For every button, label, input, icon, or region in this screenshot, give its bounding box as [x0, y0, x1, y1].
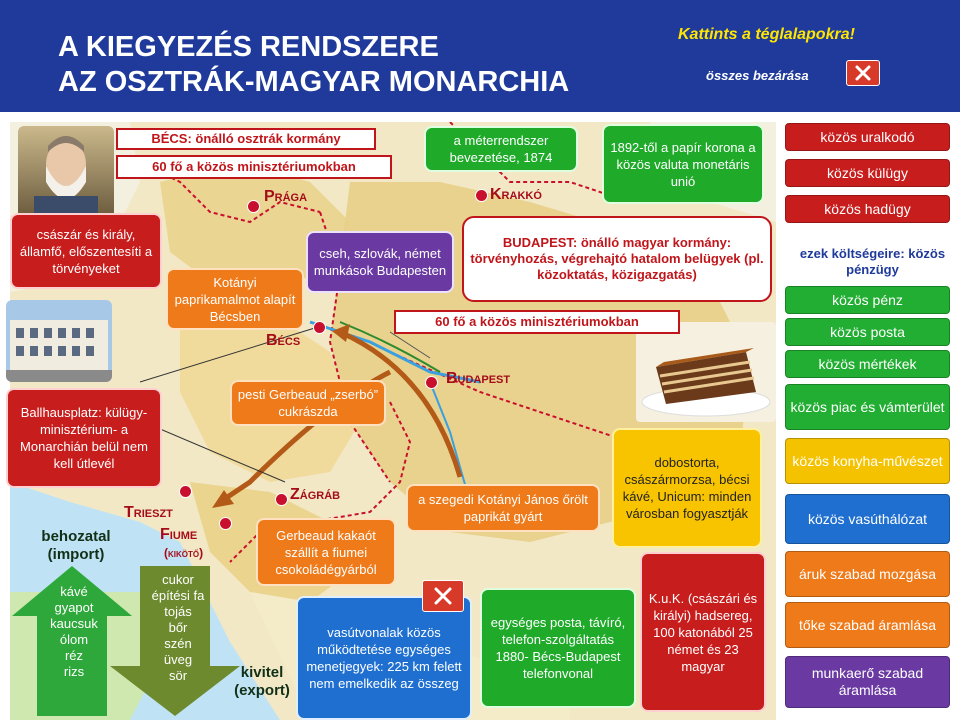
free-capital-button[interactable]: tőke szabad áramlása [785, 602, 950, 648]
common-foreign-affairs-button[interactable]: közös külügy [785, 159, 950, 187]
trieszt-dot [180, 486, 191, 497]
budapest-common-ministries-box[interactable]: 60 fő a közös minisztériumokban [394, 310, 680, 334]
railway-close-button[interactable] [422, 580, 464, 612]
city-zagrab: Zágráb [290, 486, 341, 503]
city-fiume-port: (kikötő) [164, 546, 204, 560]
cuisine-box[interactable]: dobostorta, császármorzsa, bécsi kávé, U… [612, 428, 762, 548]
common-defense-button[interactable]: közös hadügy [785, 195, 950, 223]
city-praga: Prága [264, 188, 308, 205]
dobos-torte-picture [636, 322, 776, 422]
export-arrow [110, 566, 240, 716]
common-finance-label: ezek költségeire: közös pénzügy [799, 246, 946, 277]
header-bar: A KIEGYEZÉS RENDSZERE AZ OSZTRÁK-MAGYAR … [0, 0, 960, 112]
page-title: A KIEGYEZÉS RENDSZERE AZ OSZTRÁK-MAGYAR … [58, 30, 569, 100]
free-labour-button[interactable]: munkaerő szabad áramlása [785, 656, 950, 708]
city-trieszt: Trieszt [124, 504, 173, 521]
postal-service-box[interactable]: egységes posta, távíró, telefon-szolgált… [480, 588, 636, 708]
portrait-image [34, 136, 98, 218]
gerbeaud-fiume-box[interactable]: Gerbeaud kakaót szállít a fiumei csokolá… [256, 518, 396, 586]
close-all-label[interactable]: összes bezárása [706, 68, 809, 83]
free-goods-button[interactable]: áruk szabad mozgása [785, 551, 950, 597]
zagrab-dot [276, 494, 287, 505]
import-arrow [12, 566, 132, 716]
close-icon [855, 65, 871, 81]
close-all-button[interactable] [846, 60, 880, 86]
workers-migration-box[interactable]: cseh, szlovák, német munkások Budapesten [306, 231, 454, 293]
common-money-button[interactable]: közös pénz [785, 286, 950, 314]
praga-dot [248, 201, 259, 212]
city-fiume: Fiume [160, 526, 198, 543]
franz-joseph-portrait [18, 126, 114, 218]
building-image [6, 320, 112, 382]
close-icon [434, 587, 452, 605]
emperor-king-box[interactable]: császár és király, államfő, előszentesít… [10, 213, 162, 289]
budapest-dot [426, 377, 437, 388]
common-measures-button[interactable]: közös mértékek [785, 350, 950, 378]
budapest-government-box[interactable]: BUDAPEST: önálló magyar kormány: törvény… [462, 216, 772, 302]
metric-system-box[interactable]: a méterrendszer bevezetése, 1874 [424, 126, 578, 172]
common-monarch-button[interactable]: közös uralkodó [785, 123, 950, 151]
ballhausplatz-picture [6, 300, 112, 382]
kotanyi-szeged-box[interactable]: a szegedi Kotányi János őrölt paprikát g… [406, 484, 600, 532]
common-market-button[interactable]: közös piac és vámterület [785, 384, 950, 430]
railway-box[interactable]: vasútvonalak közös működtetése egységes … [296, 596, 472, 720]
cake-image [641, 348, 771, 417]
korona-currency-box[interactable]: 1892-től a papír korona a közös valuta m… [602, 124, 764, 204]
title-line-1: A KIEGYEZÉS RENDSZERE [58, 31, 439, 63]
kuk-army-box[interactable]: K.u.K. (császári és királyi) hadsereg, 1… [640, 552, 766, 712]
becs-dot [314, 322, 325, 333]
export-label: kivitel (export) [234, 664, 290, 699]
import-goods: kávé gyapot kaucsuk ólom réz rizs [50, 584, 98, 679]
ballhausplatz-box[interactable]: Ballhausplatz: külügy-minisztérium- a Mo… [6, 388, 162, 488]
city-krakko: Krakkó [490, 186, 542, 203]
city-becs: Bécs [266, 332, 301, 349]
export-goods: cukor építési fa tojás bőr szén üveg sör [151, 572, 205, 683]
common-railway-button[interactable]: közös vasúthálózat [785, 494, 950, 544]
common-post-button[interactable]: közös posta [785, 318, 950, 346]
becs-government-box[interactable]: BÉCS: önálló osztrák kormány [116, 128, 376, 150]
import-label: behozatal (import) [41, 528, 111, 563]
common-cuisine-button[interactable]: közös konyha-művészet [785, 438, 950, 484]
title-line-2: AZ OSZTRÁK-MAGYAR MONARCHIA [58, 66, 570, 98]
city-budapest: Budapest [446, 370, 511, 387]
kotanyi-vienna-box[interactable]: Kotányi paprikamalmot alapít Bécsben [166, 268, 304, 330]
click-hint: Kattints a téglalapokra! [678, 26, 855, 43]
krakko-dot [476, 190, 487, 201]
becs-common-ministries-box[interactable]: 60 fő a közös minisztériumokban [116, 155, 392, 179]
gerbeaud-pest-box[interactable]: pesti Gerbeaud „zserbó” cukrászda [230, 380, 386, 426]
fiume-dot [220, 518, 231, 529]
